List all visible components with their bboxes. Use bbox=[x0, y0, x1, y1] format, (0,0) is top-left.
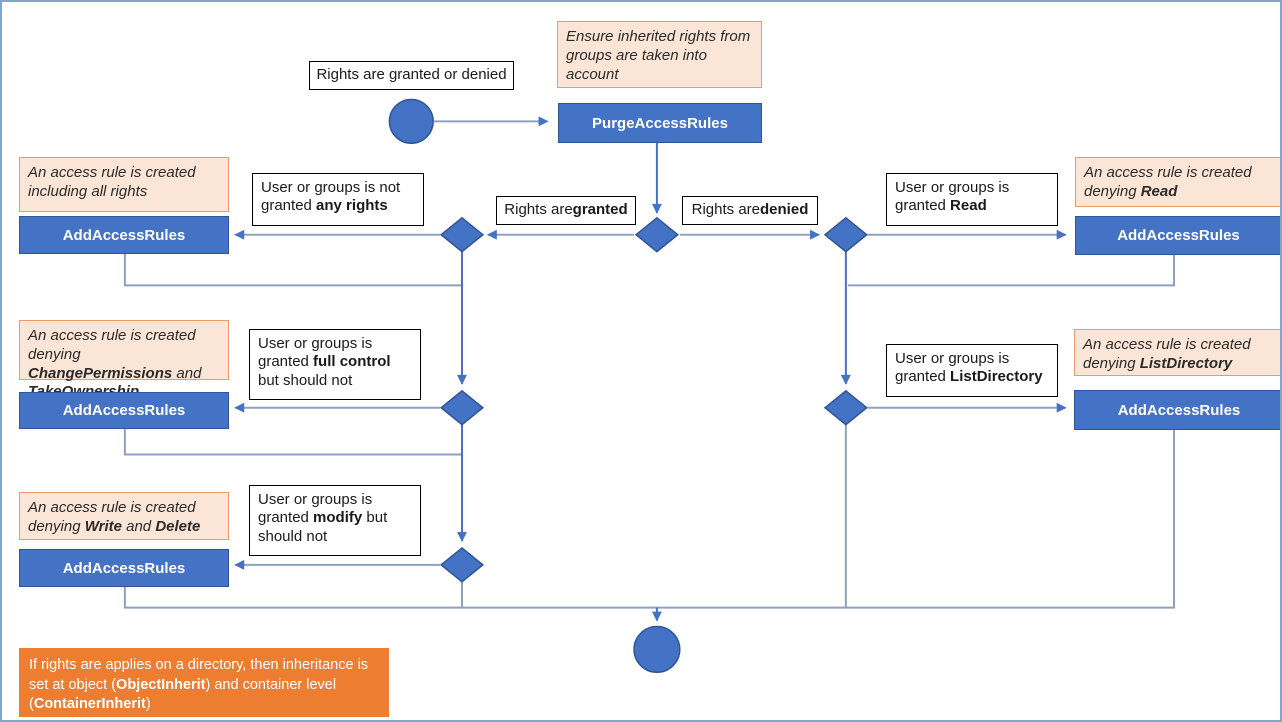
condition-not-granted-any: User or groups is not granted any rights bbox=[252, 173, 424, 226]
add-access-rules-node-deny-read: AddAccessRules bbox=[1075, 216, 1280, 255]
condition-granted-read: User or groups is granted Read bbox=[886, 173, 1058, 226]
start-node bbox=[388, 98, 434, 144]
connector-add2-return bbox=[123, 426, 462, 456]
note-deny-change-take: An access rule is created denying Change… bbox=[19, 320, 229, 400]
connector-add-read-return bbox=[847, 253, 1176, 287]
purge-access-rules-node: PurgeAccessRules bbox=[558, 103, 762, 143]
decision-diamond-denied bbox=[823, 216, 868, 253]
note-all-rights: An access rule is created including all … bbox=[19, 157, 229, 212]
decision-diamond-modify bbox=[439, 546, 485, 583]
condition-granted-full-control: User or groups is granted full control b… bbox=[249, 329, 421, 400]
start-caption-box: Rights are granted or denied bbox=[309, 61, 514, 90]
note-deny-listdirectory: An access rule is created denying ListDi… bbox=[1074, 329, 1280, 376]
decision-diamond-full-control bbox=[439, 389, 485, 426]
inheritance-callout: If rights are applies on a directory, th… bbox=[19, 648, 389, 717]
decision-diamond-listdirectory bbox=[823, 389, 868, 426]
condition-granted-listdirectory: User or groups is granted ListDirectory bbox=[886, 344, 1058, 397]
condition-granted-modify: User or groups is granted modify but sho… bbox=[249, 485, 421, 556]
connector-add1-return bbox=[123, 252, 462, 287]
add-access-rules-node-deny-write: AddAccessRules bbox=[19, 549, 229, 587]
add-access-rules-node-deny-listdirectory: AddAccessRules bbox=[1074, 390, 1280, 430]
note-ensure-inherited: Ensure inherited rights from groups are … bbox=[557, 21, 762, 88]
note-deny-read: An access rule is created denying Read bbox=[1075, 157, 1280, 207]
decision-diamond-main bbox=[634, 216, 679, 253]
end-node bbox=[633, 625, 681, 674]
bus-bottom bbox=[123, 428, 1176, 609]
add-access-rules-node-deny-change: AddAccessRules bbox=[19, 392, 229, 429]
condition-rights-denied: Rights are denied bbox=[682, 196, 818, 225]
condition-rights-granted: Rights are granted bbox=[496, 196, 636, 225]
decision-diamond-not-granted bbox=[439, 216, 485, 253]
note-deny-write-delete: An access rule is created denying Write … bbox=[19, 492, 229, 540]
add-access-rules-node-all-rights: AddAccessRules bbox=[19, 216, 229, 254]
